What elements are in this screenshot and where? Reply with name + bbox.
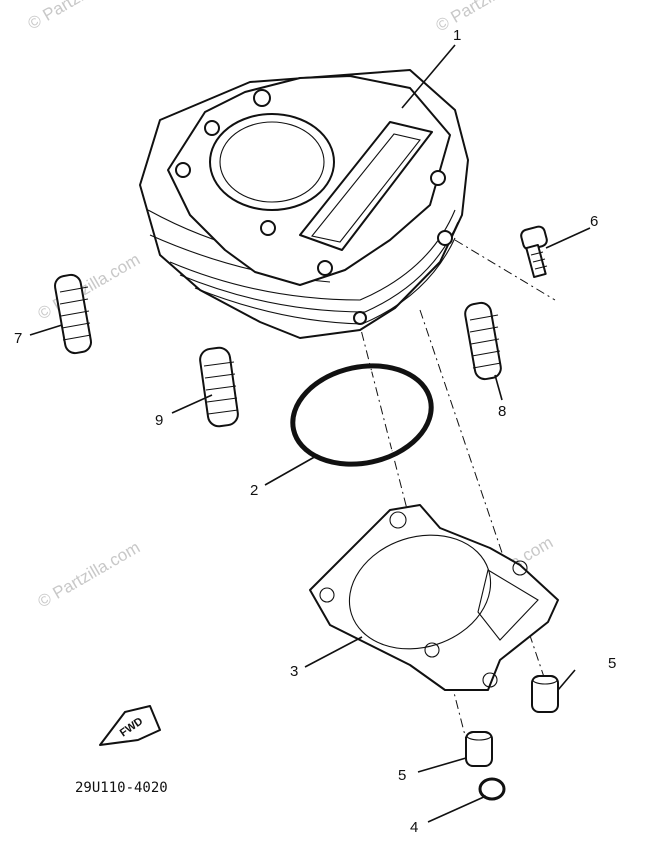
fwd-arrow-icon: FWD [99,705,161,746]
callout-4: 4 [410,819,418,836]
callout-7: 7 [14,330,22,347]
stud-right [464,301,502,381]
callout-9: 9 [155,412,163,429]
callout-8: 8 [498,403,506,420]
part-code: 29U110-4020 [75,780,168,796]
callout-5-right: 5 [608,655,616,672]
bolt [520,225,548,279]
callout-1: 1 [453,27,461,44]
circlip [478,777,506,801]
callout-6: 6 [590,213,598,230]
watermark-mid-left: © Partzilla.com [35,250,144,324]
cylinder-base-gasket [309,504,559,691]
dowel-left [465,731,493,767]
stud-center [199,346,239,428]
callout-3: 3 [290,663,298,680]
callout-labels: 1 2 3 4 5 5 6 7 8 9 [14,27,616,836]
cylinder [139,69,469,339]
watermark-bottom-left: © Partzilla.com [35,538,144,612]
leader-lines [29,44,591,823]
callout-2: 2 [250,482,258,499]
callout-5-left: 5 [398,767,406,784]
dowel-right [531,675,559,713]
watermark-top-right: © Partzilla.com [433,0,542,35]
stud-left [54,273,92,355]
watermark-top-left: © Partzilla.com [25,0,134,33]
o-ring [290,363,434,467]
